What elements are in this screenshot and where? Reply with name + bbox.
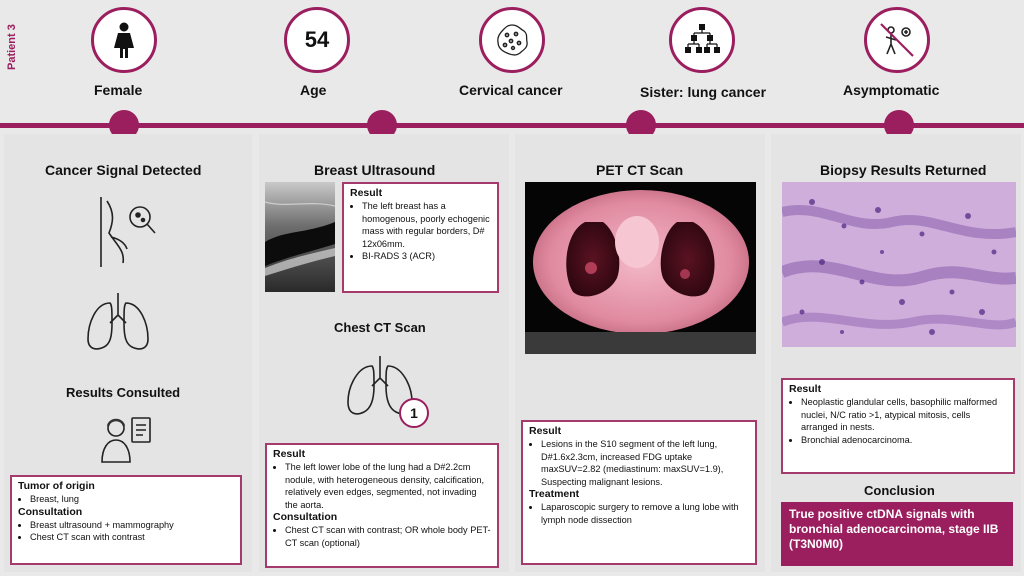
symptom-circle: [864, 7, 930, 73]
biopsy-result-box: Result Neoplastic glandular cells, basop…: [781, 378, 1015, 474]
chest-ct-title: Chest CT Scan: [334, 320, 426, 335]
biopsy-result-heading: Result: [789, 383, 822, 395]
family-tree-icon: [685, 24, 720, 53]
detection-title: Cancer Signal Detected: [45, 162, 202, 178]
sex-label: Female: [94, 82, 143, 98]
ultrasound-result-box: Result The left breast has a homogenous,…: [342, 182, 499, 293]
conclusion-box: True positive ctDNA signals with bronchi…: [781, 502, 1013, 566]
breast-scan-icon: [100, 197, 156, 267]
ct-result-heading: Result: [273, 448, 306, 460]
no-symptom-icon: [880, 23, 914, 57]
conclusion-title: Conclusion: [864, 483, 935, 498]
ct-consultation-item: Chest CT scan with contrast; OR whole bo…: [285, 524, 491, 549]
treatment-heading: Treatment: [529, 488, 580, 500]
female-circle: [91, 7, 157, 73]
ultrasound-image: [265, 182, 335, 292]
pet-ct-image: [525, 182, 756, 354]
consultation-item: Breast ultrasound + mammography: [30, 519, 234, 532]
detection-result-box: Tumor of origin Breast, lung Consultatio…: [10, 475, 242, 565]
pet-result-heading: Result: [529, 425, 562, 437]
history-circle: [479, 7, 545, 73]
tumor-item: Breast, lung: [30, 493, 234, 506]
ct-consultation-heading: Consultation: [273, 511, 338, 523]
treatment-item: Laparoscopic surgery to remove a lung lo…: [541, 501, 749, 526]
patient-label: Patient 3: [6, 24, 18, 70]
ultrasound-result-item: BI-RADS 3 (ACR): [362, 250, 491, 263]
virus-cell-icon: [497, 24, 528, 56]
chest-ct-result-box: Result The left lower lobe of the lung h…: [265, 443, 499, 568]
pet-result-item: Lesions in the S10 segment of the left l…: [541, 438, 749, 488]
pet-ct-title: PET CT Scan: [596, 162, 684, 178]
family-label: Sister: lung cancer: [640, 84, 767, 100]
ultrasound-title: Breast Ultrasound: [314, 162, 436, 178]
lungs-icon: [347, 356, 413, 415]
ct-badge: 1: [399, 398, 429, 428]
ultrasound-result-item: The left breast has a homogenous, poorly…: [362, 200, 491, 250]
timeline-line: [0, 123, 1024, 128]
tumor-heading: Tumor of origin: [18, 480, 95, 492]
biopsy-title: Biopsy Results Returned: [820, 162, 987, 178]
female-icon: [114, 22, 134, 58]
ultrasound-result-heading: Result: [350, 187, 383, 199]
symptom-label: Asymptomatic: [843, 82, 940, 98]
lungs-icon: [87, 293, 149, 350]
ct-result-item: The left lower lobe of the lung had a D#…: [285, 461, 491, 511]
consulted-title: Results Consulted: [66, 385, 181, 400]
history-label: Cervical cancer: [459, 82, 563, 98]
family-circle: [669, 7, 735, 73]
age-value: 54: [304, 27, 330, 52]
age-label: Age: [300, 82, 327, 98]
biopsy-image: [782, 182, 1016, 347]
consultation-heading: Consultation: [18, 505, 83, 518]
consultation-item: Chest CT scan with contrast: [30, 531, 234, 544]
biopsy-result-item: Neoplastic glandular cells, basophilic m…: [801, 396, 1007, 434]
doctor-icon: [101, 417, 151, 463]
biopsy-result-item: Bronchial adenocarcinoma.: [801, 434, 1007, 447]
age-circle: 54: [284, 7, 350, 73]
pet-ct-result-box: Result Lesions in the S10 segment of the…: [521, 420, 757, 565]
